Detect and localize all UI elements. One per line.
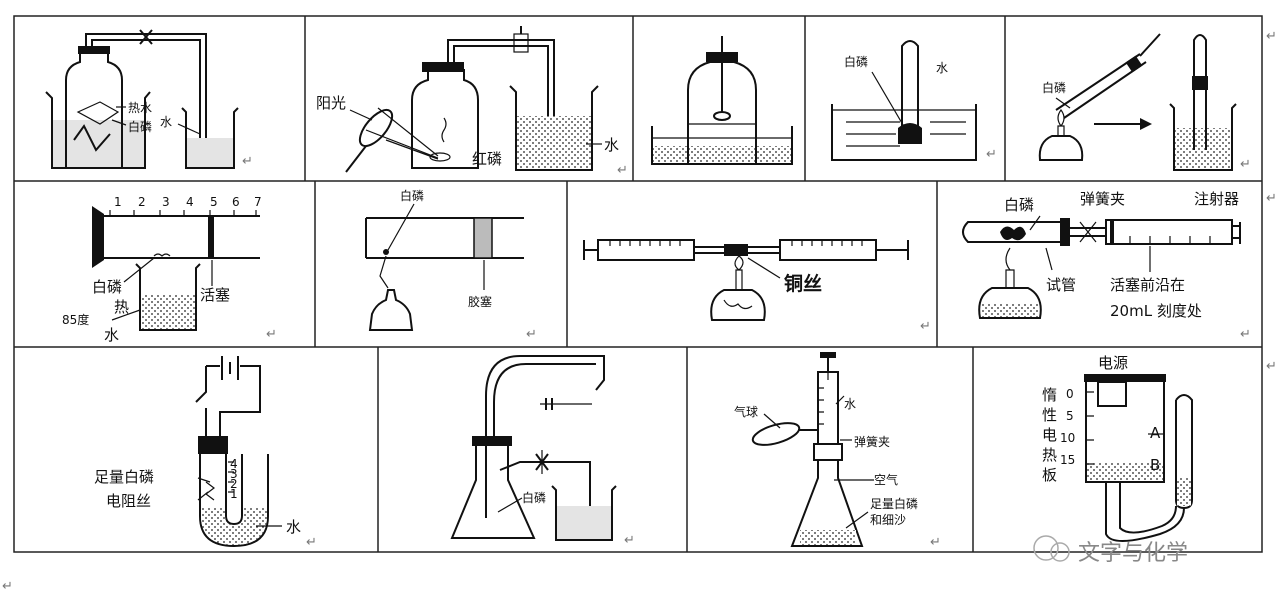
cell-sunlight-red-phosphorus: 阳光 红磷 水 ↵ — [316, 26, 628, 178]
return-mark: ↵ — [2, 579, 13, 594]
white-phosphorus-label: 白磷 — [128, 119, 152, 134]
white-phosphorus-sand-label-2: 和细沙 — [870, 513, 906, 527]
white-phosphorus-sand-label-1: 足量白磷 — [870, 496, 918, 511]
scale-tick-label: 4 — [230, 457, 238, 471]
return-mark: ↵ — [920, 319, 931, 334]
label-b: B — [1150, 456, 1160, 474]
cell-electric-heater-tubes: 电源 0 5 10 15 惰 性 电 热 板 A B 文字与化学 — [1033, 354, 1193, 566]
scale-tick-label: 2 — [138, 195, 146, 209]
scale-label: 5 — [1066, 409, 1074, 423]
scale-label: 10 — [1060, 431, 1075, 445]
spring-clamp-label: 弹簧夹 — [854, 434, 890, 449]
return-mark: ↵ — [1266, 29, 1277, 44]
return-mark: ↵ — [624, 533, 635, 548]
cell-glass-rod-lamp: 白磷 ↵ — [1038, 33, 1251, 172]
cell-test-tube-in-water: 白磷 水 ↵ — [831, 40, 997, 162]
water-label: 水 — [604, 136, 619, 154]
power-label: 电源 — [1098, 354, 1128, 372]
scale-tick-label: 7 — [254, 195, 262, 209]
red-phosphorus-label: 红磷 — [472, 150, 502, 168]
return-mark: ↵ — [526, 327, 537, 342]
water-label: 水 — [286, 518, 301, 536]
water-label: 水 — [160, 115, 172, 129]
hot-water-label: 热水 — [128, 101, 152, 115]
return-mark: ↵ — [306, 535, 317, 550]
return-mark: ↵ — [1240, 157, 1251, 172]
return-mark: ↵ — [266, 327, 277, 342]
scale-tick-label: 4 — [186, 195, 194, 209]
heater-label-char: 性 — [1042, 406, 1057, 424]
watermark-text: 文字与化学 — [1078, 541, 1188, 566]
cell-two-syringes-copper: 铜丝 ↵ — [583, 239, 931, 334]
label-a: A — [1150, 424, 1161, 442]
piston-note-line1: 活塞前沿在 — [1110, 276, 1185, 294]
heater-label-char: 电 — [1042, 426, 1057, 444]
white-phosphorus-label: 白磷 — [92, 278, 122, 296]
cell-u-tube-resistor: 4 3 2 1 足量白磷 电阻丝 水 ↵ — [94, 356, 317, 550]
water-label: 水 — [844, 397, 856, 411]
return-mark: ↵ — [930, 535, 941, 550]
white-phosphorus-label: 足量白磷 — [94, 468, 154, 486]
cell-flask-with-tubes: 白磷 ↵ — [450, 355, 635, 548]
syringe-label: 注射器 — [1194, 190, 1239, 208]
return-mark: ↵ — [1266, 191, 1277, 206]
balloon-label: 气球 — [734, 404, 758, 419]
copper-wire-label: 铜丝 — [784, 272, 822, 295]
heater-label-char: 惰 — [1042, 386, 1057, 404]
cell-bell-jar-in-water — [651, 36, 793, 165]
sunlight-label: 阳光 — [316, 94, 346, 112]
white-phosphorus-label: 白磷 — [844, 54, 868, 69]
scale-label: 15 — [1060, 453, 1075, 467]
hot-label: 热 — [114, 298, 129, 316]
scale-tick-label: 2 — [230, 477, 238, 491]
return-mark: ↵ — [1266, 359, 1277, 374]
grid-lines — [13, 15, 1263, 553]
heater-label-char: 热 — [1042, 446, 1057, 464]
white-phosphorus-label: 白磷 — [1042, 80, 1066, 95]
resistor-wire-label: 电阻丝 — [106, 492, 151, 510]
scale-tick-label: 5 — [210, 195, 218, 209]
return-mark: ↵ — [986, 147, 997, 162]
cell-piston-tube-hot-water: 1 2 3 4 5 6 7 白磷 活塞 85度 热 水 ↵ — [62, 195, 277, 344]
test-tube-label: 试管 — [1046, 276, 1076, 294]
piston-label: 活塞 — [200, 286, 230, 304]
water-label: 水 — [104, 326, 119, 344]
piston-note-line2: 20mL 刻度处 — [1110, 302, 1202, 320]
scale-tick-label: 3 — [162, 195, 170, 209]
spring-clamp-label: 弹簧夹 — [1080, 190, 1125, 208]
cell-test-tube-syringe: 白磷 弹簧夹 注射器 试管 活塞前沿在 20mL 刻度处 ↵ — [962, 190, 1251, 342]
scale-tick-label: 1 — [230, 487, 238, 501]
scale-tick-label: 3 — [230, 467, 238, 481]
cell-bell-jar-hot-water: 热水 白磷 水 ↵ — [45, 29, 253, 169]
white-phosphorus-label: 白磷 — [400, 188, 424, 203]
cell-flask-syringe-balloon: 气球 水 弹簧夹 空气 足量白磷 和细沙 ↵ — [734, 352, 941, 550]
cell-horizontal-tube-lamp: 白磷 胶塞 ↵ — [365, 188, 537, 342]
white-phosphorus-label: 白磷 — [1004, 196, 1034, 214]
scale-label: 0 — [1066, 387, 1074, 401]
rubber-stopper-label: 胶塞 — [468, 294, 492, 309]
temperature-label: 85度 — [62, 312, 89, 327]
return-mark: ↵ — [1240, 327, 1251, 342]
return-mark: ↵ — [617, 163, 628, 178]
scale-tick-label: 6 — [232, 195, 240, 209]
white-phosphorus-label: 白磷 — [522, 490, 546, 505]
return-mark: ↵ — [242, 154, 253, 169]
heater-label-char: 板 — [1042, 466, 1057, 484]
scale-tick-label: 1 — [114, 195, 122, 209]
air-label: 空气 — [874, 472, 898, 487]
water-label: 水 — [936, 61, 948, 75]
